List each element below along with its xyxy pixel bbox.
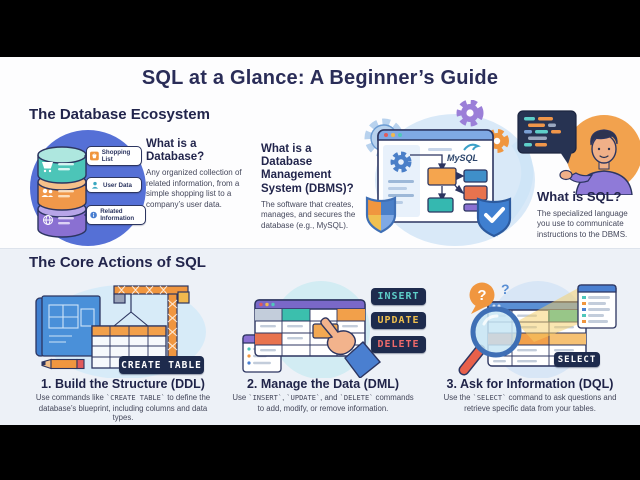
infographic-slide: SQL at a Glance: A Beginner’s Guide The … — [0, 57, 640, 425]
person-hair — [590, 129, 618, 146]
window-dot-teal — [398, 133, 402, 137]
dql-title: 3. Ask for Information (DQL) — [446, 377, 614, 391]
what-is-dbms-body: The software that creates, manages, and … — [261, 199, 356, 230]
dml-body: Use `INSERT`, `UPDATE`, and `DELETE` com… — [232, 393, 414, 413]
chip-label: Shopping List — [101, 149, 131, 163]
ecosystem-heading: The Database Ecosystem — [29, 106, 210, 123]
magnifier-icon — [458, 306, 522, 376]
create-table-badge: CREATE TABLE — [119, 356, 204, 374]
shield-quadrant-icon — [365, 196, 397, 234]
dql-illustration: ? ? — [458, 281, 617, 378]
delete-badge: DELETE — [371, 336, 426, 353]
update-badge: UPDATE — [371, 312, 426, 329]
question-mark: ? — [477, 287, 486, 304]
globe-icon — [43, 215, 53, 225]
user-icon — [90, 180, 100, 190]
cart-icon — [42, 162, 53, 173]
dql-body: Use the `SELECT` command to ask question… — [443, 393, 617, 413]
question-bubble-icon: ? — [469, 282, 495, 314]
insert-badge: INSERT — [371, 288, 426, 305]
person-figure — [559, 129, 633, 195]
gear-icon — [456, 100, 484, 127]
flow-box-orange — [427, 167, 457, 186]
ddl-title: 1. Build the Structure (DDL) — [41, 377, 205, 391]
ddl-illustration — [35, 285, 206, 378]
shield-check-icon — [476, 197, 512, 238]
window-dot-red — [384, 133, 388, 137]
what-is-database-heading: What is a Database? — [146, 138, 205, 164]
ddl-caption: 1. Build the Structure (DDL) Use command… — [29, 377, 217, 423]
database-cylinder-teal-icon — [37, 146, 87, 184]
users-icon — [41, 188, 54, 197]
info-icon — [90, 211, 97, 219]
dql-caption: 3. Ask for Information (DQL) Use the `SE… — [430, 377, 630, 413]
what-is-sql-body: The specialized language you use to comm… — [537, 208, 628, 239]
what-is-database-body: Any organized collection of related info… — [146, 168, 242, 209]
blueprint-icon — [35, 295, 101, 357]
code-speech-bubble — [517, 110, 577, 164]
window-dot-yellow — [391, 133, 395, 137]
page-title: SQL at a Glance: A Beginner’s Guide — [141, 67, 499, 89]
gear-icon — [390, 151, 412, 173]
mysql-logo: MySQL — [447, 143, 481, 163]
flow-box-teal — [427, 197, 454, 213]
what-is-sql-heading: What is SQL? — [537, 189, 622, 204]
basket-icon — [90, 151, 99, 161]
chip-user-data: User Data — [84, 177, 142, 193]
dbms-illustration: MySQL — [364, 100, 535, 246]
chip-label: Related Information — [100, 208, 135, 222]
chip-related-information: Related Information — [84, 205, 146, 225]
chip-label: User Data — [103, 181, 132, 189]
flow-box-red-orange — [463, 185, 488, 201]
dml-illustration — [242, 281, 382, 378]
core-actions-heading: The Core Actions of SQL — [29, 254, 206, 271]
what-is-dbms-heading: What is a Database Management System (DB… — [261, 143, 354, 195]
question-mark: ? — [501, 281, 510, 297]
what-is-database-block: What is a Database? Any organized collec… — [146, 138, 258, 210]
mysql-logo-text: MySQL — [447, 153, 478, 163]
what-is-dbms-block: What is a Database Management System (DB… — [261, 143, 369, 231]
pencil-icon — [41, 358, 85, 370]
flow-box-blue — [463, 169, 488, 183]
dml-title: 2. Manage the Data (DML) — [246, 377, 400, 391]
pointing-hand-icon — [320, 317, 382, 378]
select-badge: SELECT — [554, 352, 600, 367]
sql-person-illustration — [517, 110, 640, 195]
ddl-body: Use commands like `CREATE TABLE` to defi… — [35, 393, 211, 422]
person-hand — [559, 169, 573, 181]
chip-shopping-list: Shopping List — [84, 146, 142, 166]
what-is-sql-block: What is SQL? The specialized language yo… — [537, 189, 635, 240]
crane-icon — [113, 285, 190, 361]
flowchart-arrows — [410, 154, 465, 202]
result-card-icon — [577, 284, 617, 329]
dml-caption: 2. Manage the Data (DML) Use `INSERT`, `… — [229, 377, 417, 413]
